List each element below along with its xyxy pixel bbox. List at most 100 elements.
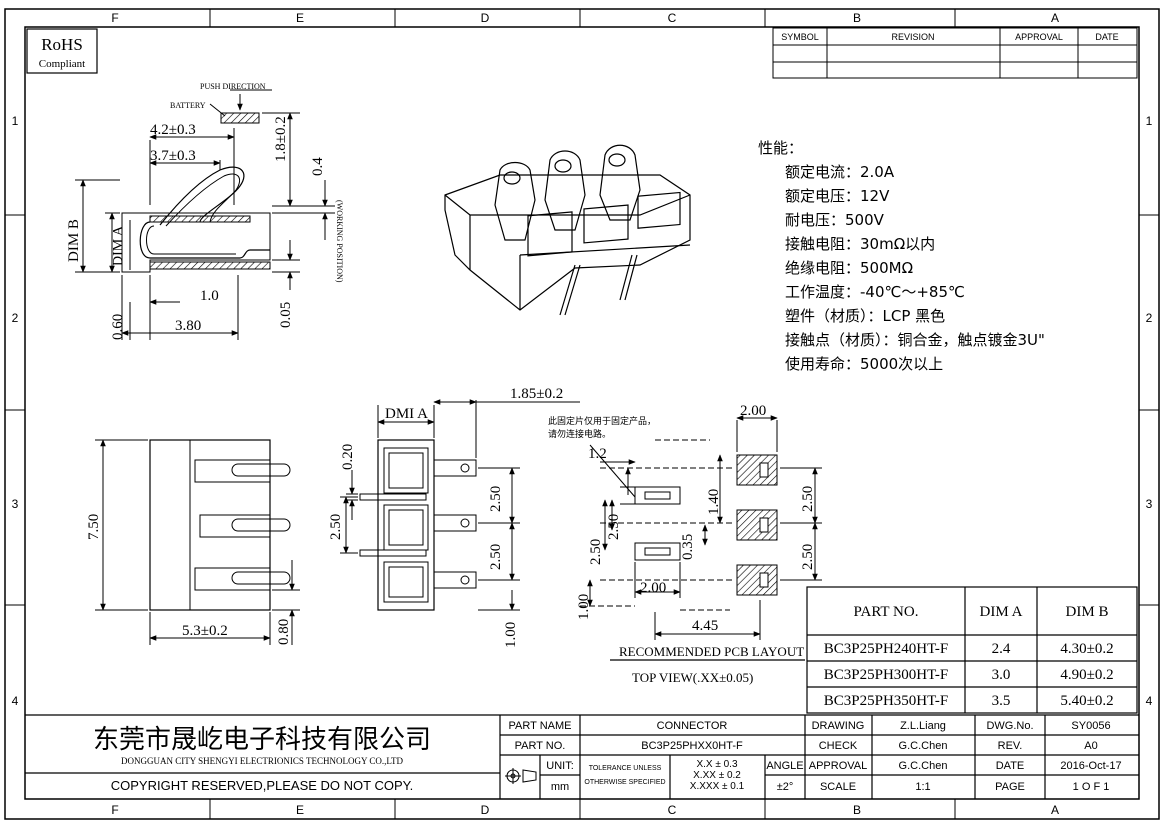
rev-header-date: DATE xyxy=(1095,32,1118,42)
dim-2-50-right-1: 2.50 xyxy=(488,486,504,512)
date-value: 2016-Oct-17 xyxy=(1060,760,1121,772)
zone-right-2: 2 xyxy=(1146,311,1153,325)
zone-right-1: 1 xyxy=(1146,114,1153,128)
dim-2-00-top: 2.00 xyxy=(740,403,766,419)
top-view-labels: 7.50 5.3±0.2 0.80 xyxy=(86,514,292,645)
battery-label: BATTERY xyxy=(170,101,206,110)
zone-right-3: 3 xyxy=(1146,497,1153,511)
dim-2-50-left: 2.50 xyxy=(328,514,344,540)
dim-3-80: 3.80 xyxy=(175,318,201,334)
page-label: PAGE xyxy=(995,781,1025,793)
dim-2-50-d: 2.50 xyxy=(800,544,816,570)
angle-value: ±2° xyxy=(777,781,794,793)
parts-header-dim-b: DIM B xyxy=(1066,604,1109,620)
spec-title: 性能： xyxy=(758,139,803,157)
zone-bottom-a: A xyxy=(1051,803,1059,817)
zone-top-d: D xyxy=(481,11,490,25)
zone-left-2: 2 xyxy=(12,311,19,325)
dim-1-00-front: 1.00 xyxy=(503,622,519,648)
rohs-compliant: Compliant xyxy=(39,58,85,70)
side-view-labels: PUSH DIRECTION BATTERY 4.2±0.3 3.7±0.3 1… xyxy=(66,82,344,340)
dim-2-50-b: 2.50 xyxy=(588,539,604,565)
dim-0-05: 0.05 xyxy=(278,302,294,328)
dim-a-label: DIM A xyxy=(111,225,126,266)
approval-value: G.C.Chen xyxy=(899,760,948,772)
part-no-label: PART NO. xyxy=(515,740,566,752)
page-value: 1 O F 1 xyxy=(1073,781,1110,793)
working-position-label: (WORKING POSITION) xyxy=(335,200,344,283)
side-view xyxy=(75,89,335,340)
dim-1-40: 1.40 xyxy=(706,489,722,515)
front-view xyxy=(340,399,580,611)
copyright: COPYRIGHT RESERVED,PLEASE DO NOT COPY. xyxy=(111,778,413,793)
company-name-en: DONGGUAN CITY SHENGYI ELECTRIONICS TECHN… xyxy=(121,756,404,766)
pcb-layout-label: RECOMMENDED PCB LAYOUT xyxy=(619,644,804,659)
dim-0-80: 0.80 xyxy=(276,619,292,645)
dim-0-4: 0.4 xyxy=(310,157,326,176)
dim-4-2: 4.2±0.3 xyxy=(150,122,196,138)
zone-left-3: 3 xyxy=(12,497,19,511)
dim-2-50-c: 2.50 xyxy=(800,486,816,512)
dim-4-45: 4.45 xyxy=(692,618,718,634)
zone-top-f: F xyxy=(111,11,118,25)
part-name-value: CONNECTOR xyxy=(657,720,728,732)
dim-3-7: 3.7±0.3 xyxy=(150,148,196,164)
dim-2-50-a: 2.50 xyxy=(606,514,622,540)
dim-7-50: 7.50 xyxy=(86,514,102,540)
company-name-cn: 东莞市晟屹电子科技有限公司 xyxy=(93,725,431,755)
tolerance-xx: X.XX ± 0.2 xyxy=(693,770,741,781)
tolerance-x: X.X ± 0.3 xyxy=(696,759,738,770)
parts-row3-dim-a: 3.5 xyxy=(992,693,1011,709)
title-block: 东莞市晟屹电子科技有限公司 DONGGUAN CITY SHENGYI ELEC… xyxy=(25,714,1139,799)
pcb-note-line1: 此固定片仅用于固定产品， xyxy=(548,415,656,427)
unit-label: UNIT: xyxy=(546,760,574,772)
date-label: DATE xyxy=(996,760,1025,772)
rohs-title: RoHS xyxy=(41,35,83,54)
top-view-label: TOP VIEW(.XX±0.05) xyxy=(632,670,753,685)
rev-header-approval: APPROVAL xyxy=(1015,32,1063,42)
check-value: G.C.Chen xyxy=(899,740,948,752)
parts-row3-part: BC3P25PH350HT-F xyxy=(824,693,948,709)
parts-row1-part: BC3P25PH240HT-F xyxy=(824,641,948,657)
parts-header-dim-a: DIM A xyxy=(980,604,1023,620)
dim-1-2: 1.2 xyxy=(588,446,607,462)
dim-1-00-pcb: 1.00 xyxy=(576,594,592,620)
drawing-value: Z.L.Liang xyxy=(900,720,946,732)
zone-bottom-d: D xyxy=(481,803,490,817)
sheet-frame xyxy=(4,8,1160,820)
spec-housing-material: 塑件（材质）：LCP 黑色 xyxy=(785,307,945,325)
push-direction-label: PUSH DIRECTION xyxy=(200,82,266,91)
unit-value: mm xyxy=(551,781,569,793)
dwg-no-label: DWG.No. xyxy=(986,720,1033,732)
zone-top-c: C xyxy=(668,11,677,25)
front-view-labels: DMI A 1.85±0.2 0.20 2.50 2.50 2.50 1.00 xyxy=(328,386,563,648)
scale-value: 1:1 xyxy=(915,781,930,793)
rev-header-symbol: SYMBOL xyxy=(781,32,819,42)
dim-0-20: 0.20 xyxy=(340,444,356,470)
spec-list: 性能： 额定电流：2.0A 额定电压：12V 耐电压：500V 接触电阻：30m… xyxy=(758,139,1045,373)
spec-rated-voltage: 额定电压：12V xyxy=(785,187,890,205)
spec-contact-resistance: 接触电阻：30mΩ以内 xyxy=(785,235,935,253)
part-no-value: BC3P25PHXX0HT-F xyxy=(641,740,743,752)
parts-header-part-no: PART NO. xyxy=(854,604,919,620)
dim-1-8: 1.8±0.2 xyxy=(273,116,289,162)
spec-contact-material: 接触点（材质）：铜合金，触点镀金3U" xyxy=(785,331,1045,349)
drawing-label: DRAWING xyxy=(812,720,865,732)
dim-5-3: 5.3±0.2 xyxy=(182,623,228,639)
projection-symbol-icon xyxy=(505,768,537,784)
top-view xyxy=(95,439,300,645)
zone-left-1: 1 xyxy=(12,114,19,128)
spec-life: 使用寿命：5000次以上 xyxy=(785,355,943,373)
dmi-a-label: DMI A xyxy=(385,406,428,422)
zone-labels: F E D C B A F E D C B A 1 2 3 4 1 2 3 4 xyxy=(12,11,1153,817)
part-name-label: PART NAME xyxy=(509,720,572,732)
spec-operating-temperature: 工作温度：-40℃～+85℃ xyxy=(785,283,965,301)
tolerance-xxx: X.XXX ± 0.1 xyxy=(690,781,745,792)
zone-top-b: B xyxy=(853,11,861,25)
dwg-no-value: SY0056 xyxy=(1071,720,1110,732)
dim-0-60: 0.60 xyxy=(110,314,126,340)
parts-table: PART NO. DIM A DIM B BC3P25PH240HT-F 2.4… xyxy=(806,586,1138,714)
zone-bottom-e: E xyxy=(296,803,304,817)
dim-0-35: 0.35 xyxy=(680,534,696,560)
dim-b-label: DIM B xyxy=(66,219,82,262)
